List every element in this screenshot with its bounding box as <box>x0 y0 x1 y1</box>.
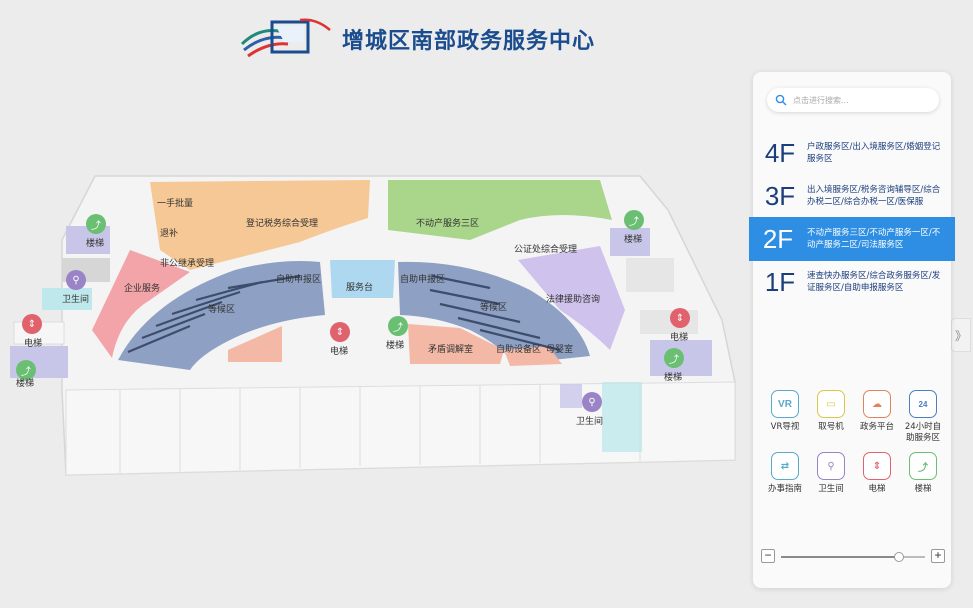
tool-label: 政务平台 <box>859 422 894 432</box>
tool-label: 取号机 <box>818 422 844 432</box>
elevator-button[interactable]: ⇕ 电梯 <box>855 452 899 495</box>
area-label: 法律援助咨询 <box>546 295 601 305</box>
floor-description: 出入境服务区/税务咨询辅导区/综合办税二区/综合办税一区/医保服 <box>807 185 941 207</box>
area-label: 一手批量 <box>157 199 194 209</box>
zoom-slider-fill <box>781 556 900 558</box>
facility-label: 楼梯 <box>664 373 683 383</box>
facility-label: 卫生间 <box>576 417 604 427</box>
search-input[interactable] <box>793 95 923 105</box>
restroom-icon[interactable]: ⚲ <box>582 392 602 412</box>
area-label: 公证处综合受理 <box>514 245 578 255</box>
area-label: 矛盾调解室 <box>428 345 474 355</box>
area-label: 登记税务综合受理 <box>246 219 319 229</box>
side-panel: 4F 户政服务区/出入境服务区/婚姻登记服务区 3F 出入境服务区/税务咨询辅导… <box>749 72 955 588</box>
area-label: 非公继承受理 <box>160 259 215 269</box>
guide-icon: ⇄ <box>771 452 799 480</box>
area-label: 自助申报区 <box>400 275 446 285</box>
floor-description: 不动产服务三区/不动产服务一区/不动产服务二区/司法服务区 <box>807 228 941 250</box>
stairs-icon[interactable]: ⤴ <box>86 214 106 234</box>
restroom-icon[interactable]: ⚲ <box>66 270 86 290</box>
tool-label: VR导视 <box>770 422 800 432</box>
floor-item-4f[interactable]: 4F 户政服务区/出入境服务区/婚姻登记服务区 <box>753 131 951 175</box>
search-box[interactable] <box>767 88 939 112</box>
floor-description: 速查快办服务区/综合政务服务区/发证服务区/自助申报服务区 <box>807 271 941 293</box>
tool-label: 办事指南 <box>767 484 802 494</box>
area-label: 自助设备区 <box>496 345 542 355</box>
tool-label: 24小时自助服务区 <box>904 422 942 443</box>
facility-label: 楼梯 <box>16 379 35 389</box>
floor-number: 4F <box>764 137 796 168</box>
facility-label: 电梯 <box>670 333 689 343</box>
elevator-icon[interactable]: ⇕ <box>670 308 690 328</box>
floor-item-3f[interactable]: 3F 出入境服务区/税务咨询辅导区/综合办税二区/综合办税一区/医保服 <box>753 174 951 218</box>
floor-description: 户政服务区/出入境服务区/婚姻登记服务区 <box>807 142 941 164</box>
zoom-slider-thumb[interactable] <box>894 552 905 562</box>
zoom-in-button[interactable]: + <box>931 549 945 563</box>
area-label: 退补 <box>160 229 179 239</box>
floor-number: 3F <box>764 180 796 211</box>
restroom-icon: ⚲ <box>817 452 845 480</box>
area-label: 不动产服务三区 <box>416 219 480 229</box>
facility-label: 电梯 <box>330 347 349 357</box>
stairs-icon: ⤴ <box>909 452 937 480</box>
restroom-button[interactable]: ⚲ 卫生间 <box>809 452 853 495</box>
header: 增城区南部政务服务中心 <box>240 14 595 64</box>
tool-label: 卫生间 <box>818 484 844 494</box>
elevator-icon[interactable]: ⇕ <box>330 322 350 342</box>
cloud-icon: ☁ <box>863 390 891 418</box>
self-service-24h-button[interactable]: 24 24小时自助服务区 <box>901 390 945 444</box>
stairs-icon[interactable]: ⤴ <box>388 316 408 336</box>
facility-label: 电梯 <box>24 339 43 349</box>
tool-label: 楼梯 <box>914 484 932 494</box>
zoom-slider[interactable] <box>781 552 925 562</box>
area-label: 自助申报区 <box>276 275 322 285</box>
stairs-icon[interactable]: ⤴ <box>664 348 684 368</box>
logo-icon <box>240 18 331 58</box>
tool-label: 电梯 <box>868 484 886 494</box>
guide-button[interactable]: ⇄ 办事指南 <box>763 452 807 495</box>
stairs-icon[interactable]: ⤴ <box>16 360 36 380</box>
floor-item-1f[interactable]: 1F 速查快办服务区/综合政务服务区/发证服务区/自助申报服务区 <box>753 260 951 304</box>
area-label: 等候区 <box>208 305 236 315</box>
floor-item-2f[interactable]: 2F 不动产服务三区/不动产服务一区/不动产服务二区/司法服务区 <box>749 217 955 261</box>
collapse-panel-button[interactable]: 》 <box>951 318 971 352</box>
area-label: 母婴室 <box>546 345 574 355</box>
floor-number: 2F <box>762 223 794 254</box>
zoom-out-button[interactable]: − <box>761 549 775 563</box>
area-label: 等候区 <box>480 303 508 313</box>
service-desk-label[interactable]: 服务台 <box>346 283 374 293</box>
floor-map-canvas <box>10 175 736 476</box>
facility-label: 卫生间 <box>62 295 90 305</box>
clock-24-icon: 24 <box>909 390 937 418</box>
stairs-icon[interactable]: ⤴ <box>624 210 644 230</box>
ticket-machine-button[interactable]: ▭ 取号机 <box>809 390 853 433</box>
search-icon <box>775 94 787 106</box>
page-title: 增城区南部政务服务中心 <box>342 29 596 54</box>
vr-icon: VR <box>771 390 799 418</box>
elevator-icon: ⇕ <box>863 452 891 480</box>
floor-map[interactable]: 一手批量 登记税务综合受理 不动产服务三区 退补 非公继承受理 公证处综合受理 … <box>0 150 745 490</box>
ticket-machine-icon: ▭ <box>817 390 845 418</box>
facility-label: 楼梯 <box>386 341 405 351</box>
facility-label: 楼梯 <box>86 239 105 249</box>
elevator-icon[interactable]: ⇕ <box>22 314 42 334</box>
vr-guide-button[interactable]: VR VR导视 <box>763 390 807 433</box>
area-label: 企业服务 <box>124 284 161 294</box>
gov-platform-button[interactable]: ☁ 政务平台 <box>855 390 899 433</box>
floor-number: 1F <box>764 266 796 297</box>
facility-label: 楼梯 <box>624 235 643 245</box>
stairs-button[interactable]: ⤴ 楼梯 <box>901 452 945 495</box>
